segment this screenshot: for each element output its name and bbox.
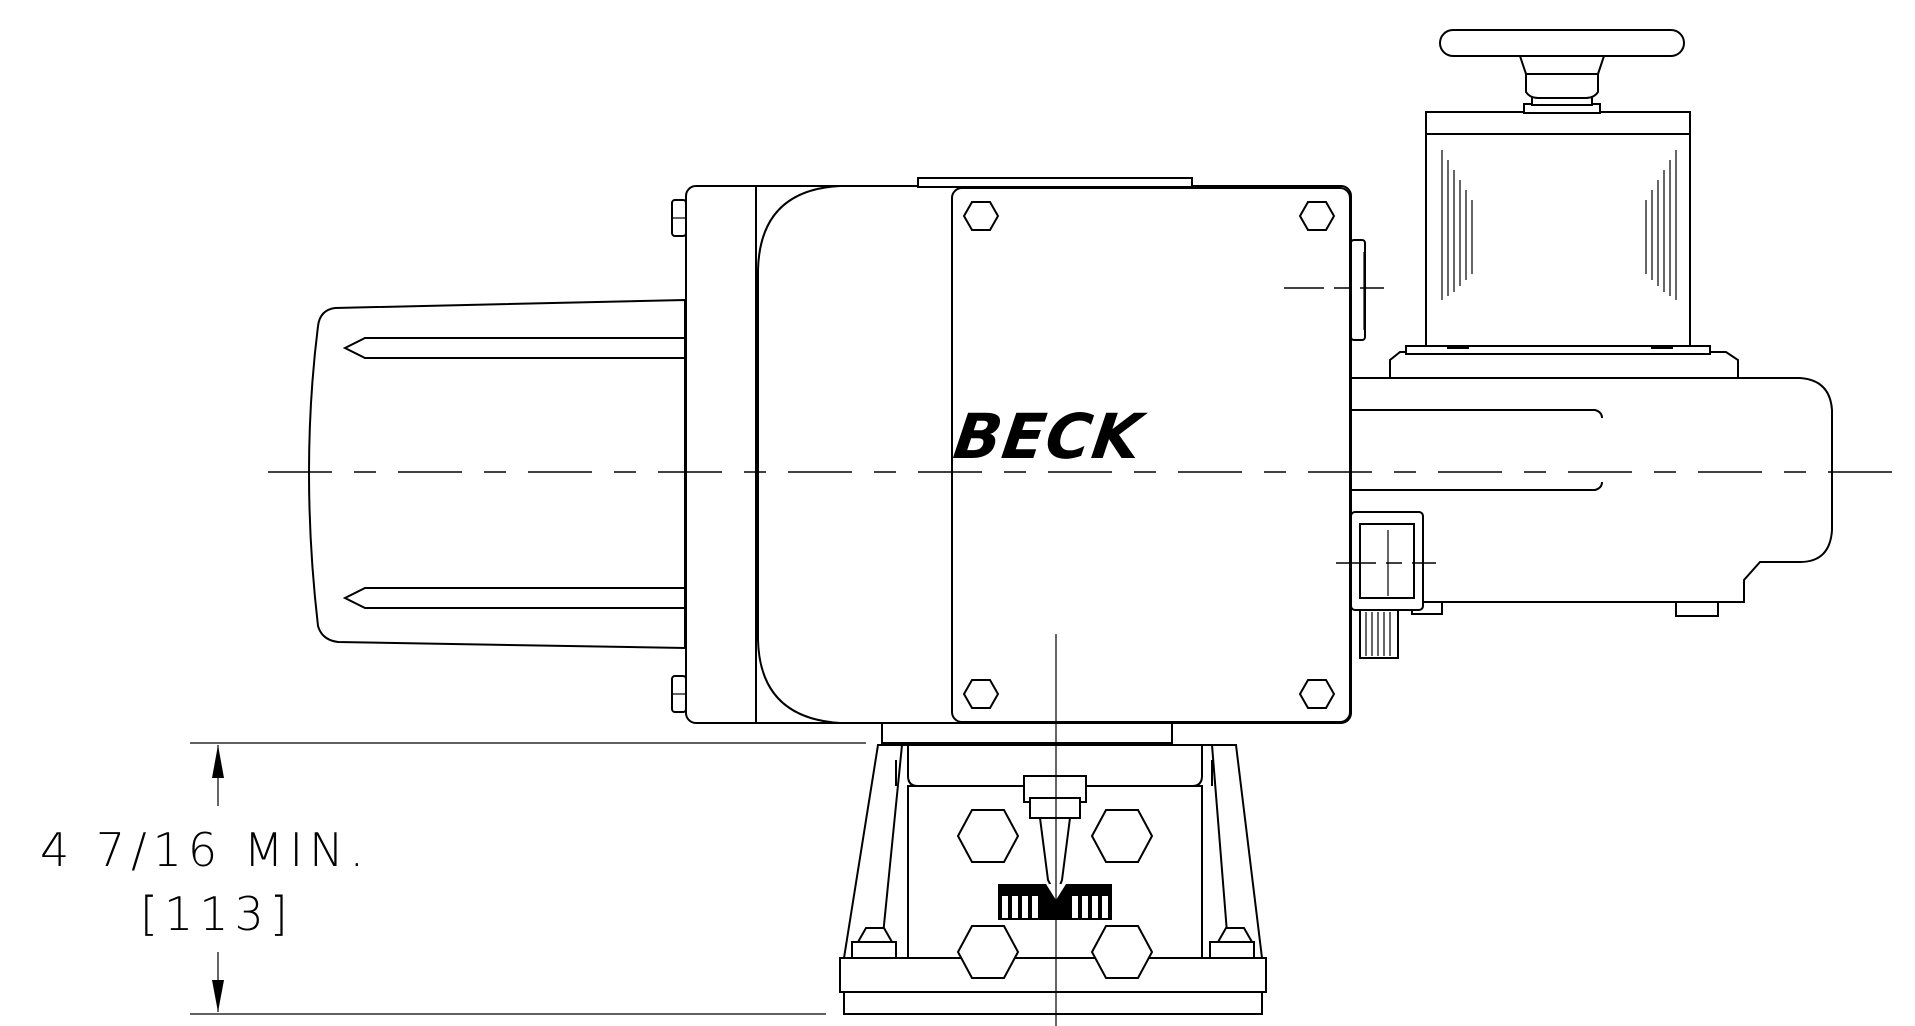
- handwheel-assembly: [1389, 29, 1739, 379]
- base-bolt-right: [1209, 927, 1255, 959]
- handwheel: [1439, 29, 1685, 57]
- motor-fin-upper: [342, 337, 685, 359]
- hex-nut-upper-right: [1090, 809, 1154, 863]
- arrow-down-icon: [212, 980, 224, 1012]
- cylinder-shading: [1441, 150, 1677, 300]
- logo-text: BECK: [950, 400, 1151, 473]
- side-tab: [1350, 239, 1366, 341]
- flange-bolt-top: [671, 199, 687, 237]
- center-lines: [268, 252, 1905, 1026]
- height-dimension: 4 7/16 MIN. [113]: [40, 742, 866, 1015]
- dimension-label: 4 7/16 MIN.: [40, 823, 370, 877]
- cable-connector: [1350, 511, 1424, 659]
- beck-logo: BECK: [950, 400, 1151, 473]
- hex-bolt-top-left: [962, 201, 1000, 231]
- base-bolt-left: [851, 927, 897, 959]
- serrated-crank: [998, 884, 1112, 920]
- motor-fin-lower: [342, 587, 685, 609]
- hex-bolt-bottom-left: [962, 679, 1000, 709]
- arrow-up-icon: [212, 745, 224, 778]
- output-housing: [1350, 377, 1833, 617]
- flange-bolt-bottom: [671, 675, 687, 713]
- hex-bolt-bottom-right: [1298, 679, 1336, 709]
- motor-housing: [308, 298, 686, 650]
- cover-plate: [951, 187, 1351, 723]
- hex-bolt-top-right: [1298, 201, 1336, 231]
- hex-nut-upper-left: [956, 809, 1020, 863]
- dimension-metric: [113]: [140, 887, 294, 941]
- hex-nut-lower-right: [1090, 925, 1154, 979]
- hex-nut-lower-left: [956, 925, 1020, 979]
- mounting-base: [839, 722, 1267, 1015]
